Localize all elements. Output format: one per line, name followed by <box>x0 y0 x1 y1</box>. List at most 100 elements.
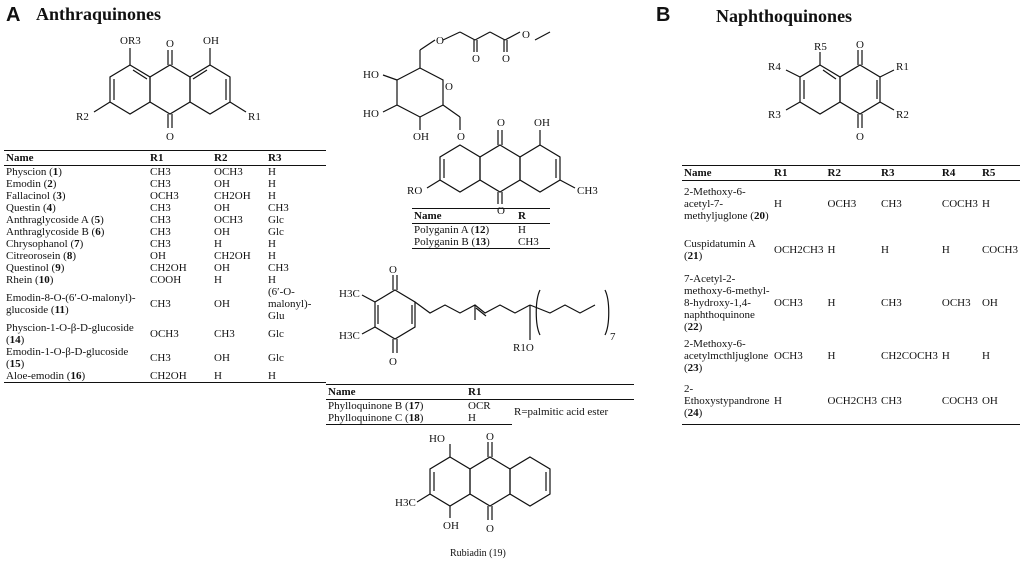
compound-name: Physcion-1-O-β-D-glucoside (14) <box>6 322 134 346</box>
rubiadin-caption: Rubiadin (19) <box>450 548 506 559</box>
ro-label: RO <box>407 185 422 197</box>
cell-r3: H <box>268 250 276 262</box>
compound-name: Aloe-emodin (16) <box>4 370 148 383</box>
compound-name: Anthraglycoside A (5) <box>6 214 104 226</box>
cell-r2: CH3 <box>214 328 235 340</box>
cell-r2: OCH3 <box>827 197 857 210</box>
cell-r1: CH3 <box>150 178 171 190</box>
table-row: Anthraglycoside B (6) CH3 OH Glc <box>4 226 326 238</box>
compound-name: Anthraglycoside B (6) <box>6 226 105 238</box>
rubiadin-structure: HO O O H3C OH <box>395 431 551 535</box>
compound-name: Questinol (9) <box>6 262 65 274</box>
oh-label: OH <box>203 35 219 47</box>
cell-r1: CH3 <box>150 202 171 214</box>
h3c-label-2: H3C <box>339 330 360 342</box>
cell-r3: Glc <box>268 352 284 364</box>
panel-a-letter: A <box>6 4 21 26</box>
cell-r: H <box>518 224 526 236</box>
compound-name: Chrysophanol (7) <box>6 238 84 250</box>
cell-r3: H <box>268 274 276 286</box>
cell-r1: H <box>774 197 782 210</box>
cell-r2: H <box>827 296 836 309</box>
panel-b-title: Naphthoquinones <box>716 6 853 26</box>
sugar-oh: OH <box>413 131 429 143</box>
table-row: Phylloquinone C (18) <box>326 412 466 425</box>
cell-r3: H <box>266 370 326 383</box>
cell-r4: OCH3 <box>941 296 971 309</box>
cell-r1: CH3 <box>150 214 171 226</box>
compound-name: Emodin-1-O-β-D-glucoside (15) <box>6 346 129 370</box>
compound-name: 2-Methoxy-6-acetylmcthljuglone (23) <box>684 337 769 374</box>
cell-r3: CH3 <box>268 262 289 274</box>
table-row: Polyganin A (12) H <box>412 224 550 236</box>
panel-a-title: Anthraquinones <box>36 4 162 24</box>
h3c-label-1: H3C <box>339 288 360 300</box>
cell-r2: H <box>212 370 266 383</box>
carbonyl-o-1: O <box>472 53 480 65</box>
compound-name: Questin (4) <box>6 202 56 214</box>
compound-name: Physcion (1) <box>6 166 62 178</box>
col-r3: R3 <box>266 150 326 166</box>
table-row: Emodin-8-O-(6′-O-malonyl)-glucoside (11)… <box>4 286 326 322</box>
polyganin-structure: O O O O HO HO OH O O OH O O RO CH3 <box>363 29 598 217</box>
cell-r1: OH <box>150 250 166 262</box>
r5-label: R5 <box>814 41 827 53</box>
col-r3: R3 <box>879 165 940 181</box>
repeat-7: 7 <box>610 331 616 343</box>
col-name: Name <box>412 208 516 224</box>
cell-r2: OH <box>214 226 230 238</box>
panel-b-letter: B <box>656 4 671 26</box>
r1-label: R1 <box>896 61 909 73</box>
cell-r2: H <box>214 238 222 250</box>
table-row: 7-Acetyl-2-methoxy-6-methyl-8-hydroxy-1,… <box>682 273 1020 333</box>
cell-r3: H <box>268 178 276 190</box>
cell-r3: Glc <box>268 226 284 238</box>
cell-r1: CH2OH <box>150 262 187 274</box>
sugar-ho-2: HO <box>363 108 379 120</box>
cell-r4: H <box>941 349 950 362</box>
cell-r: CH3 <box>516 236 550 249</box>
cell-r1: CH3 <box>150 226 171 238</box>
cell-r1: CH3 <box>150 352 171 364</box>
cell-r1: H <box>772 378 826 425</box>
r1-label: R1 <box>248 111 261 123</box>
cell-r2: OH <box>214 352 230 364</box>
cell-r1: OCH2CH3 <box>774 243 824 256</box>
ring-o: O <box>445 81 453 93</box>
rub-o-bottom: O <box>486 523 494 535</box>
compound-name: Polyganin A (12) <box>414 224 490 236</box>
cell-r5: H <box>981 197 990 210</box>
aryl-oh: OH <box>534 117 550 129</box>
cell-r1: OCH3 <box>774 296 803 309</box>
cell-r3: CH3 <box>268 202 289 214</box>
rub-h3c: H3C <box>395 497 416 509</box>
cell-r5: COCH3 <box>981 243 1018 256</box>
naphthoquinone-core-structure: R5 O O R4 R3 R1 R2 <box>768 39 909 143</box>
cell-r3: (6′-O-malonyl)-Glu <box>268 286 312 322</box>
col-r4: R4 <box>939 165 980 181</box>
cell-r3: H <box>881 243 889 256</box>
nq-o-bottom: O <box>856 131 864 143</box>
nq-o-top: O <box>856 39 864 51</box>
compound-name: 2-Ethoxystypandrone (24) <box>682 378 772 425</box>
cell-r2: OH <box>214 178 230 190</box>
cell-r3: CH3 <box>879 378 940 425</box>
cell-r2: OCH3 <box>214 214 243 226</box>
r1o-label: R1O <box>513 342 534 354</box>
compound-name: Emodin-8-O-(6′-O-malonyl)-glucoside (11) <box>6 292 136 316</box>
ester-o-2: O <box>522 29 530 41</box>
or3-label: OR3 <box>120 35 141 47</box>
naphthoquinone-table: Name R1 R2 R3 R4 R5 2-Methoxy-6-acetyl-7… <box>682 165 1020 425</box>
cell-r3: CH2COCH3 <box>881 349 938 362</box>
compound-name: Citreorosein (8) <box>6 250 76 262</box>
cell-r1: OCH3 <box>774 349 803 362</box>
r3-label: R3 <box>768 109 781 121</box>
